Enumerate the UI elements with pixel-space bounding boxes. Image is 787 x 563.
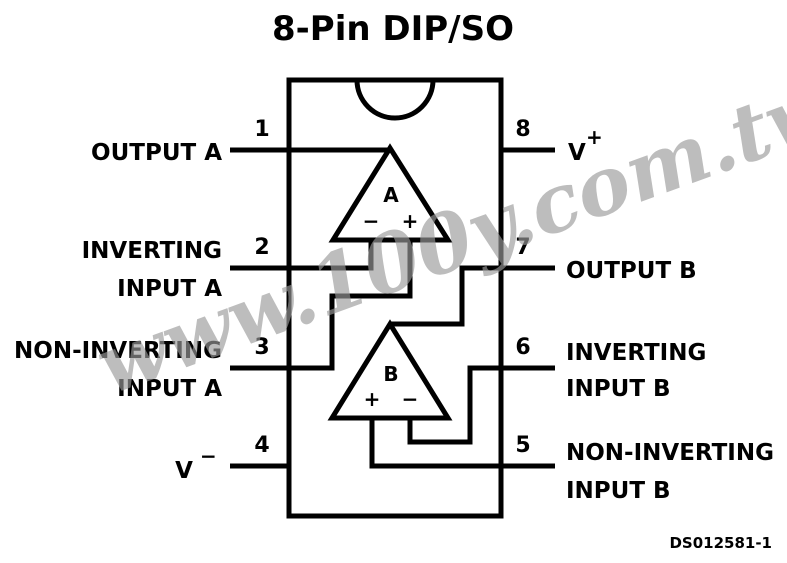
pin2-label-line1: INVERTING bbox=[82, 238, 222, 264]
opamp-a-triangle bbox=[328, 143, 453, 243]
opamp-a-minus: − bbox=[363, 209, 380, 233]
opamp-b-name: B bbox=[383, 362, 398, 386]
pin5-number: 5 bbox=[515, 433, 530, 458]
pin1-label: OUTPUT A bbox=[91, 140, 222, 166]
opamp-a-name: A bbox=[383, 183, 399, 207]
opamp-a-wiring bbox=[289, 147, 413, 371]
wire-pin2-inverting-a bbox=[289, 240, 374, 271]
pin4-label-sup: − bbox=[200, 444, 217, 468]
pin5-label-line2: INPUT B bbox=[566, 478, 671, 504]
opamp-b-wiring bbox=[369, 265, 501, 469]
right-pin-labels: V + OUTPUT B INVERTING INPUT B NON-INVER… bbox=[566, 125, 774, 504]
pin3-label-line2: INPUT A bbox=[117, 376, 222, 402]
pin2-label-line2: INPUT A bbox=[117, 276, 222, 302]
wire-pin7-output-b bbox=[390, 265, 501, 327]
wire-pin6-inverting-b bbox=[407, 365, 501, 445]
diagram-title: 8-Pin DIP/SO bbox=[272, 9, 514, 49]
pin8-number: 8 bbox=[515, 117, 530, 142]
ic-package-body bbox=[286, 77, 504, 519]
pin1-number: 1 bbox=[254, 117, 269, 142]
pin8-label-sup: + bbox=[586, 125, 603, 149]
pin7-label: OUTPUT B bbox=[566, 258, 697, 284]
wire-pin5-noninverting-b bbox=[369, 418, 501, 469]
opamp-b-minus: − bbox=[402, 387, 419, 411]
opamp-b-plus: + bbox=[364, 387, 381, 411]
pin2-number: 2 bbox=[254, 235, 269, 260]
pin7-number: 7 bbox=[515, 235, 530, 260]
pin8-label: V bbox=[568, 140, 586, 166]
pin6-label-line2: INPUT B bbox=[566, 376, 671, 402]
pin-leads bbox=[230, 147, 555, 469]
opamp-a-plus: + bbox=[402, 209, 419, 233]
pin6-label-line1: INVERTING bbox=[566, 340, 706, 366]
pin1-notch bbox=[354, 79, 436, 121]
pin3-number: 3 bbox=[254, 335, 269, 360]
left-pin-labels: OUTPUT A INVERTING INPUT A NON-INVERTING… bbox=[14, 140, 222, 484]
pin4-number: 4 bbox=[254, 433, 269, 458]
opamp-b-triangle bbox=[327, 319, 453, 421]
pin4-label: V bbox=[175, 458, 193, 484]
drawing-code: DS012581-1 bbox=[669, 534, 772, 552]
pin6-number: 6 bbox=[515, 335, 530, 360]
pin-numbers: 1 2 3 4 8 7 6 5 bbox=[254, 117, 530, 458]
pin5-label-line1: NON-INVERTING bbox=[566, 440, 774, 466]
pin3-label-line1: NON-INVERTING bbox=[14, 338, 222, 364]
wire-pin3-noninverting-a bbox=[289, 240, 413, 371]
